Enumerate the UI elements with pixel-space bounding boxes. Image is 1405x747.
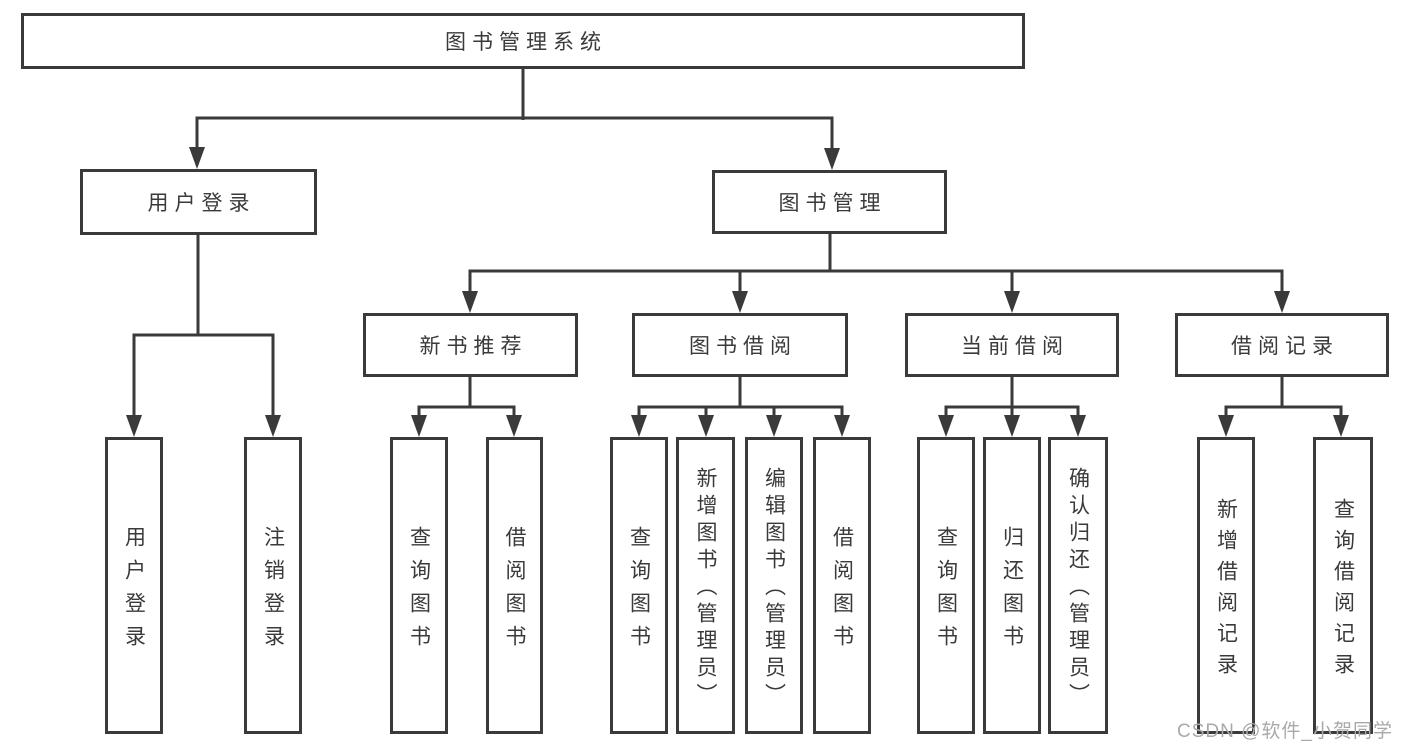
node-user-login-label: 用户登录 [147, 192, 256, 215]
node-root-label: 图书管理系统 [445, 31, 607, 54]
leaf-query-books-current: 查询图书 [917, 437, 975, 734]
leaf-add-borrow-record: 新增借阅记录 [1197, 437, 1255, 734]
leaf-borrow-books: 借阅图书 [813, 437, 871, 734]
node-borrow-record-label: 借阅记录 [1231, 335, 1339, 358]
node-book-borrow-label: 图书借阅 [689, 335, 797, 358]
leaf-confirm-return-admin: 确认归还（管理员） [1048, 437, 1108, 734]
leaf-query-books-recommend: 查询图书 [390, 437, 448, 734]
leaf-add-books-admin: 新增图书（管理员） [676, 437, 735, 734]
node-new-book-recommend: 新书推荐 [363, 313, 578, 377]
leaf-query-books-borrow: 查询图书 [610, 437, 668, 734]
leaf-borrow-books-recommend: 借阅图书 [486, 437, 543, 734]
leaf-query-borrow-record: 查询借阅记录 [1313, 437, 1373, 734]
node-borrow-record: 借阅记录 [1175, 313, 1389, 377]
node-book-management-label: 图书管理 [778, 192, 887, 215]
leaf-logout: 注销登录 [244, 437, 302, 734]
node-current-borrow: 当前借阅 [905, 313, 1119, 377]
node-root-system: 图书管理系统 [21, 13, 1025, 69]
leaf-user-login: 用户登录 [105, 437, 163, 734]
node-current-borrow-label: 当前借阅 [961, 335, 1069, 358]
node-book-management: 图书管理 [712, 170, 947, 234]
leaf-return-books: 归还图书 [983, 437, 1041, 734]
node-book-borrow: 图书借阅 [632, 313, 848, 377]
node-new-book-recommend-label: 新书推荐 [419, 335, 528, 358]
arrowheads [126, 147, 1349, 437]
node-user-login: 用户登录 [80, 169, 317, 235]
tree-edges [132, 68, 1343, 418]
csdn-watermark: CSDN @软件_小贺同学 [1177, 721, 1393, 742]
leaf-edit-books-admin: 编辑图书（管理员） [745, 437, 803, 734]
